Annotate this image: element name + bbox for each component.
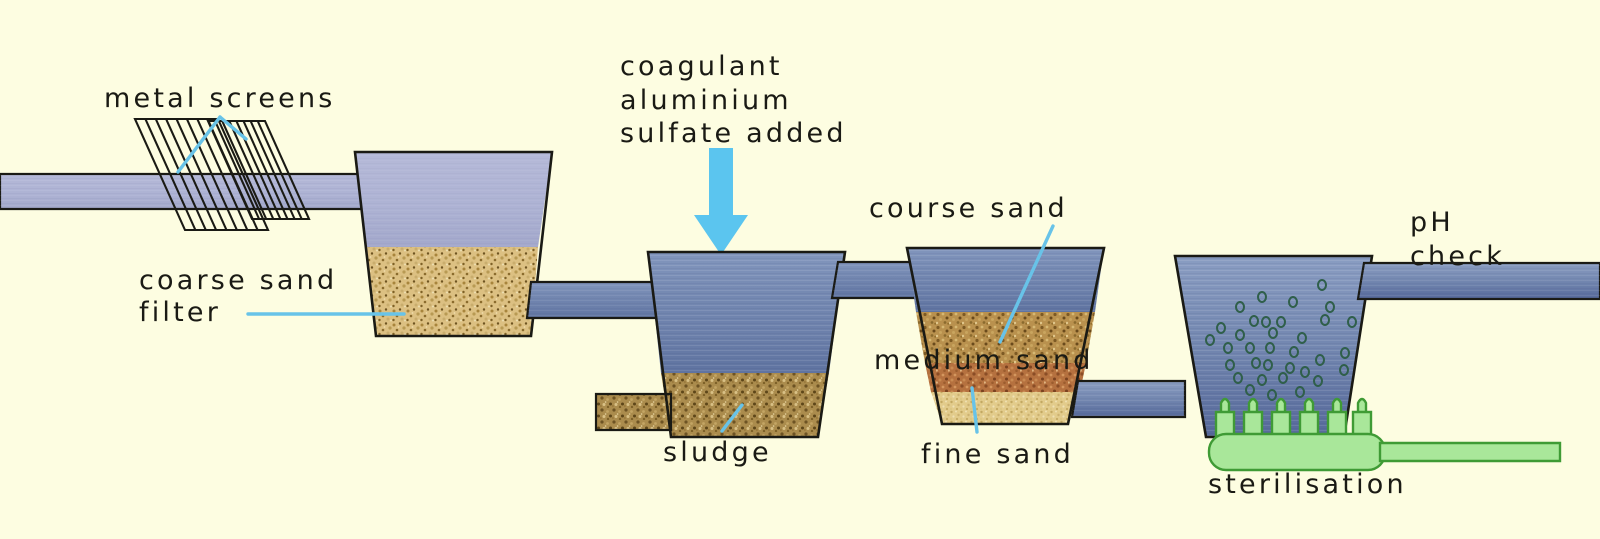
leader-metal-screens-right	[218, 115, 248, 141]
sludge-drain-pipe	[594, 392, 673, 432]
label-coagulant-line3: sulfate added	[620, 118, 847, 149]
sludge-layer	[661, 373, 829, 437]
leader-metal-screens-left	[176, 115, 222, 174]
label-coagulant-line2: aluminium	[620, 85, 792, 116]
pipe-tank1-to-tank2	[525, 280, 662, 320]
gas-bubbles-icon	[1205, 279, 1357, 401]
manifold-body	[1207, 432, 1387, 472]
leader-sludge	[720, 403, 744, 433]
label-coagulant-line1: coagulant	[620, 51, 783, 82]
sand-filter-tank	[905, 246, 1106, 426]
coarse-sand-filter-tank	[353, 150, 554, 338]
label-fine-sand: fine sand	[921, 439, 1074, 470]
label-course-sand: course sand	[869, 193, 1068, 224]
medium-sand-layer	[925, 363, 1086, 392]
label-sludge: sludge	[663, 437, 772, 468]
leader-lines	[176, 115, 1055, 434]
fine-sand-layer	[931, 392, 1080, 424]
label-ph-check-line1: pH	[1410, 207, 1454, 238]
leader-course-sand	[998, 224, 1055, 344]
sedimentation-tank	[594, 250, 847, 439]
pipe-tank2-to-tank3	[830, 260, 917, 300]
leader-fine-sand	[970, 386, 979, 434]
coarse-sand-layer	[367, 247, 538, 336]
label-coarse-sand-filter-line1: coarse sand	[139, 265, 338, 296]
course-sand-layer	[916, 312, 1095, 363]
pipe-tank3-to-sterilisation	[1070, 379, 1187, 419]
label-coarse-sand-filter-line2: filter	[139, 297, 222, 328]
coagulant-arrow-icon	[694, 148, 748, 255]
label-sterilisation: sterilisation	[1208, 469, 1407, 500]
label-metal-screens: metal screens	[104, 83, 336, 114]
label-medium-sand: medium sand	[874, 345, 1094, 376]
metal-screen-two	[206, 119, 311, 221]
ph-check-outlet-pipe	[1356, 261, 1600, 301]
label-ph-check-line2: check	[1410, 241, 1506, 272]
sterilisation-gas-manifold	[1207, 397, 1562, 472]
gas-supply-pipe	[1378, 441, 1562, 463]
